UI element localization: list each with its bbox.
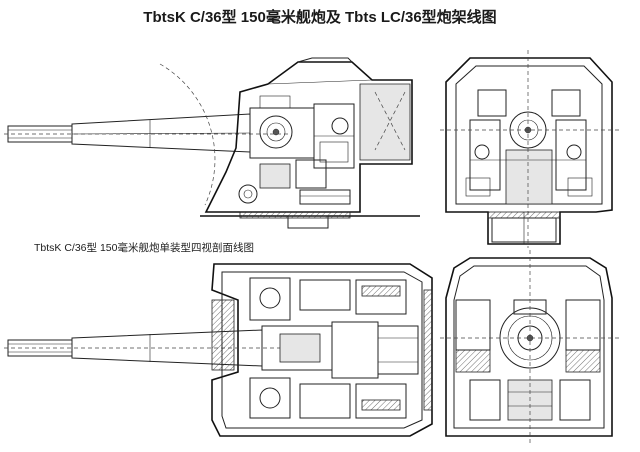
- front-shield: [445, 57, 613, 245]
- top-front-view: [440, 250, 620, 444]
- side-breech: [238, 95, 355, 205]
- side-view: [4, 57, 420, 229]
- top-view: [4, 263, 433, 437]
- plan-shield: [445, 257, 613, 437]
- front-view: [440, 50, 620, 248]
- side-base: [200, 211, 420, 229]
- diagram-title: TbtsK C/36型 150毫米舰炮及 Tbts LC/36型炮架线图: [143, 9, 497, 26]
- top-barrel: [4, 329, 300, 367]
- side-barrel: [4, 113, 290, 153]
- diagram-subtitle: TbtsK C/36型 150毫米舰炮单装型四视剖面线图: [34, 242, 254, 254]
- side-shield: [204, 57, 413, 213]
- side-elevation-arc: [159, 63, 216, 206]
- top-turret-outline: [211, 263, 433, 437]
